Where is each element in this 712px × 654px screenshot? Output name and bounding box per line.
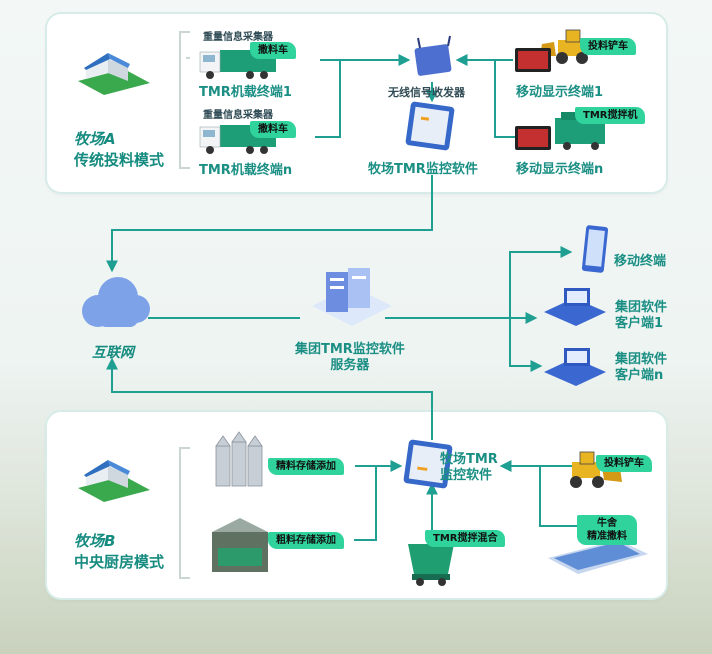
concentrate-tag: 精料存储添加: [268, 458, 344, 475]
mobile-display-1: 移动显示终端1: [516, 85, 604, 100]
mobile-terminal-label: 移动终端: [614, 254, 667, 269]
weight-sensor-label-1: 重量信息采集器: [203, 32, 273, 43]
group-server-label: 集团TMR监控软件 服务器: [295, 342, 405, 373]
farm-b-title: 牧场B 中央厨房模式: [74, 532, 165, 571]
tmr-mixing-tag: TMR搅拌混合: [425, 530, 506, 547]
tmr-terminal-n: TMR机载终端n: [199, 163, 293, 178]
barn-precision-tag: 牛舍 精准撒料: [577, 515, 637, 545]
group-client-1-label: 集团软件 客户端1: [615, 300, 668, 331]
roughage-tag: 粗料存储添加: [268, 532, 344, 549]
mixer-tag-a: TMR搅拌机: [575, 107, 646, 124]
group-client-n-label: 集团软件 客户端n: [615, 352, 668, 383]
spreader-tag-1: 撒料车: [250, 42, 296, 59]
loader-tag-a: 投料铲车: [580, 38, 636, 55]
wireless-transceiver-label: 无线信号收发器: [388, 86, 465, 99]
farm-b-tmr-software-label: 牧场TMR 监控软件: [440, 452, 498, 483]
weight-sensor-label-2: 重量信息采集器: [203, 110, 273, 121]
loader-tag-b: 投料铲车: [596, 455, 652, 472]
farm-a-title: 牧场A 传统投料模式: [74, 130, 165, 169]
spreader-tag-2: 撒料车: [250, 121, 296, 138]
internet-label: 互联网: [92, 345, 134, 361]
mobile-display-n: 移动显示终端n: [516, 162, 604, 177]
tmr-terminal-1: TMR机载终端1: [199, 85, 292, 100]
farm-a-tmr-software-label: 牧场TMR监控软件: [368, 162, 478, 177]
